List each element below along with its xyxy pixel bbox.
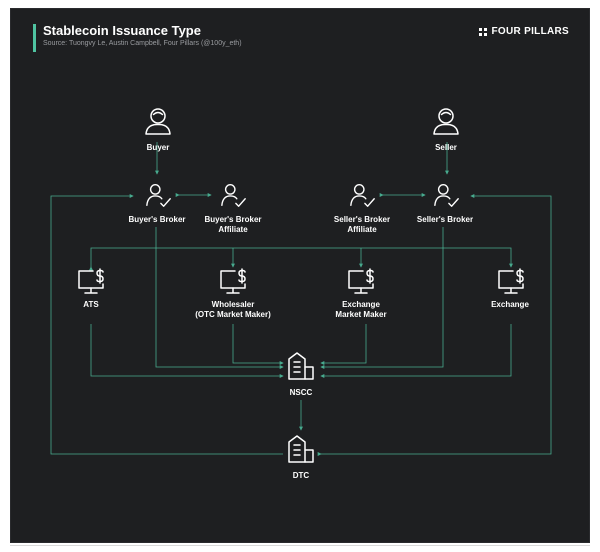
node-buyers-broker-affiliate-label-1: Buyer's Broker xyxy=(204,215,261,224)
node-sellers-broker: Seller's Broker xyxy=(417,184,473,224)
brand-name: FOUR PILLARS xyxy=(491,26,569,37)
connector-exchange-mm-nscc xyxy=(320,324,367,365)
node-buyers-broker-affiliate: Buyer's Broker Affiliate xyxy=(204,184,262,234)
four-pillars-logo-icon xyxy=(478,27,487,36)
node-exchange-label: Exchange xyxy=(491,300,529,309)
node-seller-label: Seller xyxy=(435,143,457,152)
connector-seller-broker-nscc xyxy=(320,227,444,369)
monitor-dollar-icon xyxy=(220,268,246,294)
node-dtc-label: DTC xyxy=(293,471,310,480)
connector-wholesaler-nscc xyxy=(232,324,284,365)
monitor-dollar-icon xyxy=(78,268,104,294)
building-icon xyxy=(288,435,314,463)
page-subtitle: Source: Tuongvy Le, Austin Campbell, Fou… xyxy=(43,40,242,47)
page-divider xyxy=(10,545,590,546)
node-ats: ATS xyxy=(78,268,104,309)
connector-ats-nscc xyxy=(90,324,284,378)
flow-diagram: Buyer Seller Buyer's Broker Buyer's Brok… xyxy=(50,108,552,480)
node-wholesaler-label-2: (OTC Market Maker) xyxy=(195,310,271,319)
node-nscc: NSCC xyxy=(288,352,314,397)
brand-logo: FOUR PILLARS xyxy=(478,26,570,37)
node-buyers-broker-affiliate-label-2: Affiliate xyxy=(218,225,248,234)
node-exchange-mm-label-1: Exchange xyxy=(342,300,380,309)
node-buyer: Buyer xyxy=(145,108,171,152)
node-buyer-label: Buyer xyxy=(147,143,170,152)
node-seller: Seller xyxy=(433,108,459,152)
person-icon xyxy=(145,108,171,135)
node-ats-label: ATS xyxy=(83,300,99,309)
connector-right-loop xyxy=(317,194,552,456)
node-sellers-broker-label: Seller's Broker xyxy=(417,215,473,224)
connector-distribution-bus xyxy=(89,247,513,271)
page-title: Stablecoin Issuance Type xyxy=(43,23,201,38)
person-icon xyxy=(433,108,459,135)
title-accent-bar xyxy=(33,24,36,52)
node-exchange: Exchange xyxy=(491,268,529,309)
node-buyers-broker: Buyer's Broker xyxy=(128,184,186,224)
monitor-dollar-icon xyxy=(348,268,374,294)
diagram-panel: Stablecoin Issuance Type Source: Tuongvy… xyxy=(10,8,590,543)
node-exchange-mm-label-2: Market Maker xyxy=(335,310,386,319)
monitor-dollar-icon xyxy=(498,268,524,294)
verified-person-icon xyxy=(146,184,171,207)
node-sellers-broker-affiliate-label-1: Seller's Broker xyxy=(334,215,390,224)
verified-person-icon xyxy=(350,184,375,207)
verified-person-icon xyxy=(221,184,246,207)
node-exchange-market-maker: Exchange Market Maker xyxy=(335,268,387,319)
connector-lines xyxy=(50,142,552,456)
connector-exchange-nscc xyxy=(320,324,512,378)
node-nscc-label: NSCC xyxy=(290,388,313,397)
node-sellers-broker-affiliate-label-2: Affiliate xyxy=(347,225,377,234)
node-sellers-broker-affiliate: Seller's Broker Affiliate xyxy=(334,184,390,234)
node-wholesaler-label-1: Wholesaler xyxy=(212,300,255,309)
connector-buyer-broker-nscc xyxy=(155,227,284,369)
node-wholesaler: Wholesaler (OTC Market Maker) xyxy=(195,268,271,319)
connector-left-loop xyxy=(50,194,283,455)
node-dtc: DTC xyxy=(288,435,314,480)
building-icon xyxy=(288,352,314,380)
verified-person-icon xyxy=(434,184,459,207)
node-buyers-broker-label: Buyer's Broker xyxy=(128,215,185,224)
